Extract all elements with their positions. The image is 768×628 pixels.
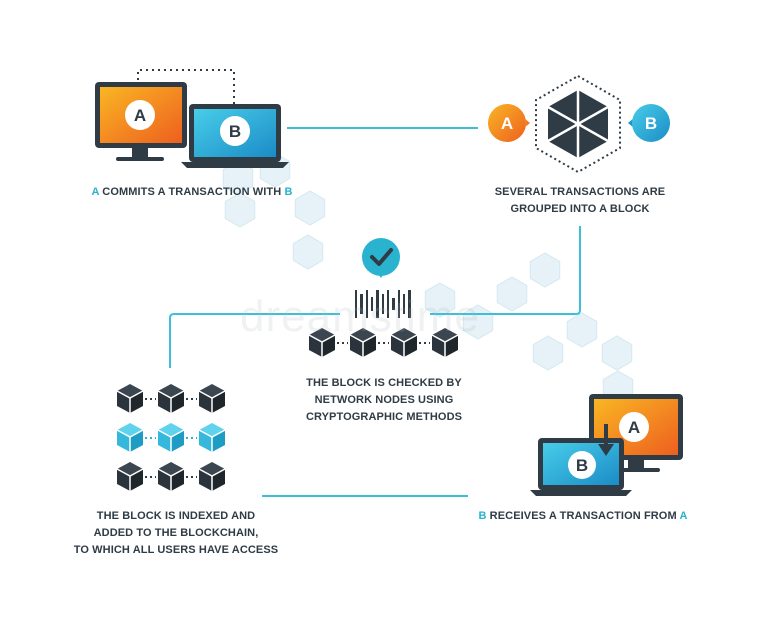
cryptographic-code-icon: [355, 290, 411, 318]
caption-step4-line2: ADDED TO THE BLOCKCHAIN,: [93, 527, 259, 539]
caption-step2: SEVERAL TRANSACTIONS ARE GROUPED INTO A …: [470, 184, 690, 218]
badge-b-label: B: [645, 114, 657, 133]
laptop-b-receiver: B: [530, 438, 632, 496]
caption-step3-line3: CRYPTOGRAPHIC METHODS: [305, 411, 463, 423]
node-b-circle: [220, 116, 250, 146]
caption-step5-a: A: [679, 510, 688, 522]
badge-b: B: [628, 104, 670, 142]
receiver-node-b-label: B: [576, 456, 588, 475]
caption-step5-b: B: [478, 510, 487, 522]
watermark: dreamstime: [240, 292, 480, 341]
caption-step1-a: A: [91, 186, 100, 198]
receiver-node-a-label: A: [628, 418, 640, 437]
step1-computers: A B: [95, 69, 289, 168]
caption-step4-line3: TO WHICH ALL USERS HAVE ACCESS: [73, 544, 279, 556]
download-arrow-icon: [598, 424, 614, 456]
connector-step3-step4: [169, 313, 340, 368]
caption-step3-line1: THE BLOCK IS CHECKED BY: [306, 377, 462, 389]
caption-step3: THE BLOCK IS CHECKED BY NETWORK NODES US…: [284, 375, 484, 426]
caption-step5-text: RECEIVES A TRANSACTION FROM: [486, 510, 680, 522]
step4-blockchain-grid: [116, 383, 226, 492]
node-a-circle: [125, 100, 155, 130]
caption-step4: THE BLOCK IS INDEXED AND ADDED TO THE BL…: [56, 508, 296, 559]
caption-step1-b: B: [284, 186, 293, 198]
node-b-label: B: [229, 122, 241, 141]
badge-a-label: A: [501, 114, 513, 133]
laptop-b: B: [181, 104, 289, 168]
caption-step2-line2: GROUPED INTO A BLOCK: [510, 203, 650, 215]
monitor-a: A: [95, 82, 187, 161]
badge-a: A: [488, 104, 530, 142]
flow-connectors: [169, 127, 581, 497]
caption-step2-line1: SEVERAL TRANSACTIONS ARE: [494, 186, 666, 198]
step5-computers: A B: [530, 394, 683, 496]
connector-step2-step3: [430, 226, 581, 315]
caption-step3-line2: NETWORK NODES USING: [314, 394, 454, 406]
caption-step5: B RECEIVES A TRANSACTION FROM A: [458, 508, 708, 525]
step3-verification: [308, 238, 459, 358]
caption-step1: A COMMITS A TRANSACTION WITH B: [62, 184, 322, 201]
caption-step4-line1: THE BLOCK IS INDEXED AND: [96, 510, 256, 522]
caption-step1-text: COMMITS A TRANSACTION WITH: [99, 186, 285, 198]
node-a-label: A: [134, 106, 146, 125]
block-chain-row: [308, 327, 459, 358]
check-badge-icon: [362, 238, 400, 278]
step2-block: A B: [488, 74, 670, 174]
